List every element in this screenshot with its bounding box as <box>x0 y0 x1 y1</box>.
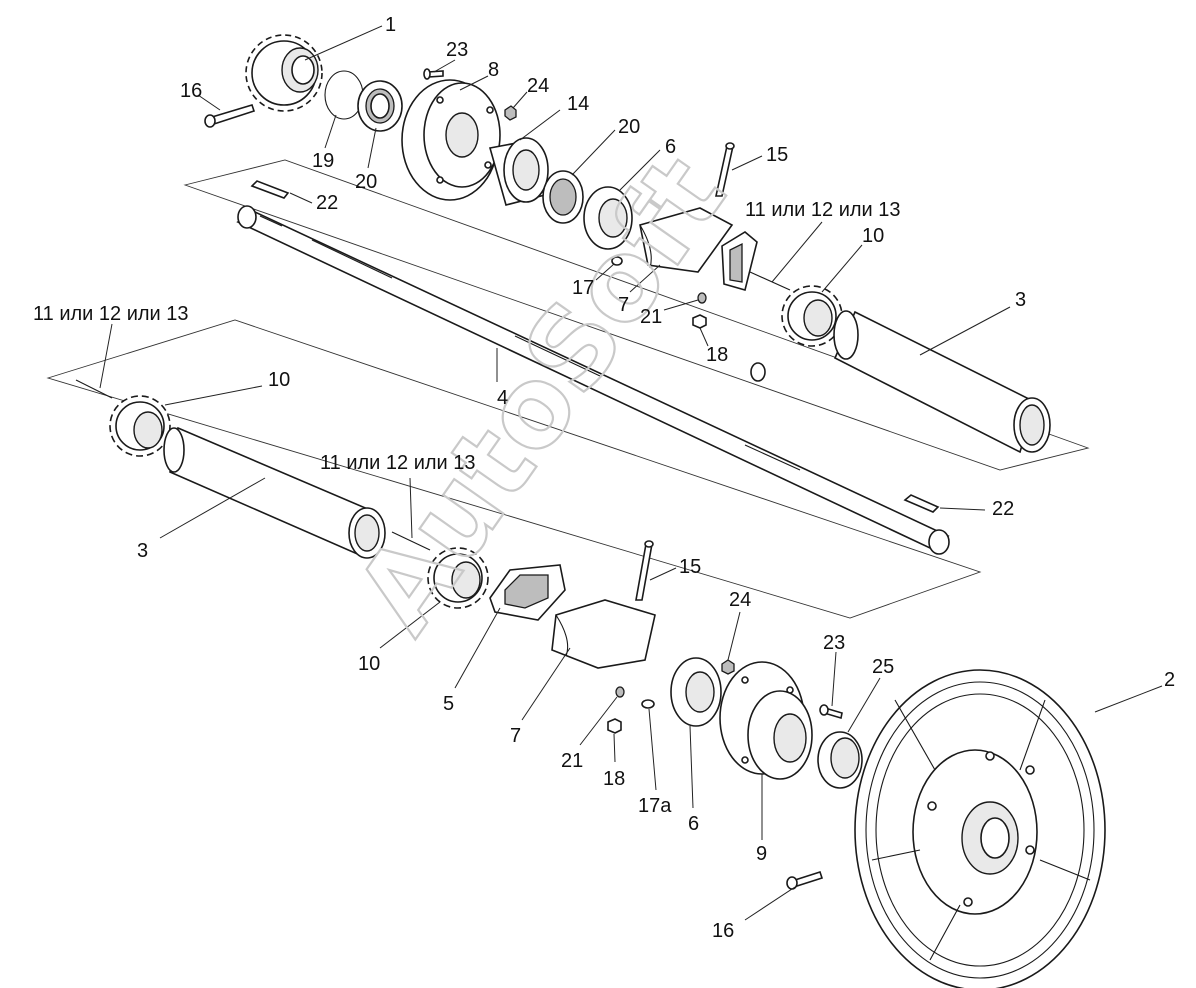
callout-17a: 17а <box>638 795 672 817</box>
cotter-pin-part-11-left <box>75 379 113 399</box>
callout-15-upper: 15 <box>766 144 788 166</box>
callout-24-lower: 24 <box>729 589 751 611</box>
clamp-part-5-upper <box>721 231 758 291</box>
callout-20-lower: 20 <box>618 116 640 138</box>
callout-2: 2 <box>1164 669 1175 691</box>
cover-part-6-upper <box>583 186 633 250</box>
callout-6-upper: 6 <box>665 136 676 158</box>
callout-7-lower: 7 <box>510 725 521 747</box>
nut-part-24-upper <box>504 105 517 121</box>
cotter-pin-part-11-upper <box>749 271 791 291</box>
bolt-part-16-lower <box>786 870 824 890</box>
key-part-22-upper <box>250 180 290 199</box>
callout-9: 9 <box>756 843 767 865</box>
bracket-part-7-upper <box>639 207 734 273</box>
wheel-part-2 <box>854 669 1106 988</box>
callout-16-lower: 16 <box>712 920 734 942</box>
bracket-part-7-lower <box>551 599 656 669</box>
screw-part-17a <box>641 699 655 709</box>
sprocket-part-10-lower <box>427 547 489 609</box>
callout-5: 5 <box>443 693 454 715</box>
bearing-part-20-upper <box>357 80 403 132</box>
callout-20-upper: 20 <box>355 171 377 193</box>
flange-housing-part-8 <box>401 79 501 201</box>
callout-15-lower: 15 <box>679 556 701 578</box>
callout-21-lower: 21 <box>561 750 583 772</box>
callout-labels: 1 16 19 20 23 8 24 14 20 6 15 11 или 12 … <box>33 14 1175 942</box>
sprocket-part-10-left <box>109 395 171 457</box>
callout-18-lower: 18 <box>603 768 625 790</box>
screw-part-17 <box>611 256 623 266</box>
pin-part-15-lower <box>635 540 654 601</box>
cover-part-6-lower <box>670 657 722 727</box>
callout-14: 14 <box>567 93 589 115</box>
callout-10-upper: 10 <box>862 225 884 247</box>
ring-upper <box>750 362 766 382</box>
bearing-part-25 <box>817 731 863 789</box>
sprocket-part-10-upper <box>781 285 843 347</box>
upper-guide-plane <box>183 159 1090 471</box>
clamp-part-5-lower <box>489 564 566 621</box>
tube-part-3-lower <box>163 426 386 559</box>
retaining-ring-part-19 <box>324 70 364 120</box>
bolt-part-23-lower <box>819 704 843 720</box>
callout-23-upper: 23 <box>446 39 468 61</box>
callout-24-upper: 24 <box>527 75 549 97</box>
bushing-part-14 <box>488 137 549 206</box>
leader-lines <box>99 25 1163 921</box>
flange-housing-part-9 <box>719 661 813 780</box>
callout-4: 4 <box>497 387 508 409</box>
callout-21-upper: 21 <box>640 306 662 328</box>
nut-part-24-lower <box>721 659 735 675</box>
bolt-part-16-upper <box>204 104 256 128</box>
bolt-part-23-upper <box>423 68 444 80</box>
bearing-part-20-lower <box>542 170 584 224</box>
callout-1: 1 <box>385 14 396 36</box>
lower-guide-plane <box>46 319 982 619</box>
callout-11-left: 11 или 12 или 13 <box>33 303 189 325</box>
callout-11-middle: 11 или 12 или 13 <box>320 452 476 474</box>
callout-17: 17 <box>572 277 594 299</box>
callout-18-upper: 18 <box>706 344 728 366</box>
drive-sprocket-part-1 <box>245 34 323 112</box>
callout-22-upper: 22 <box>316 192 338 214</box>
nut-part-18-lower <box>607 718 622 734</box>
cotter-pin-part-11-middle <box>391 531 431 551</box>
callout-6-lower: 6 <box>688 813 699 835</box>
callout-22-lower: 22 <box>992 498 1014 520</box>
callout-10-left: 10 <box>268 369 290 391</box>
callout-25: 25 <box>872 656 894 678</box>
shaft-part-4 <box>236 205 950 555</box>
washer-part-21-upper <box>697 292 707 304</box>
callout-7-upper: 7 <box>618 294 629 316</box>
callout-19: 19 <box>312 150 334 172</box>
tube-part-3-upper <box>833 310 1051 454</box>
key-part-22-lower <box>903 494 940 513</box>
callout-16-upper: 16 <box>180 80 202 102</box>
callout-23-lower: 23 <box>823 632 845 654</box>
pin-part-15-upper <box>715 142 735 197</box>
nut-part-18-upper <box>692 314 707 329</box>
callout-3-lower: 3 <box>137 540 148 562</box>
callout-3-upper: 3 <box>1015 289 1026 311</box>
callout-11-upper: 11 или 12 или 13 <box>745 199 901 221</box>
callout-8: 8 <box>488 59 499 81</box>
callout-10-lower: 10 <box>358 653 380 675</box>
washer-part-21-lower <box>615 686 625 698</box>
